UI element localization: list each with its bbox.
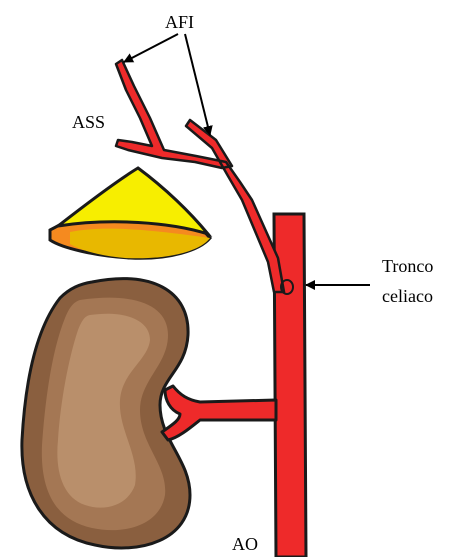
label-tronco-line1: Tronco (382, 256, 433, 276)
label-tronco-line2: celiaco (382, 286, 433, 306)
adrenal-gland (50, 168, 210, 258)
label-ass: ASS (72, 112, 105, 132)
label-afi: AFI (165, 12, 194, 32)
kidney (22, 279, 190, 548)
renal-artery (162, 386, 276, 440)
label-ao: AO (232, 534, 258, 554)
afi-arrow-left (124, 34, 178, 62)
